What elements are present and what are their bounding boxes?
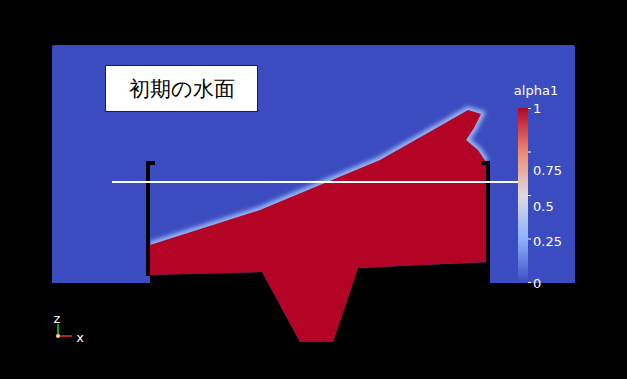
tick-label: 0 <box>533 276 541 291</box>
air-region <box>52 45 575 342</box>
axis-label: z <box>54 311 61 326</box>
note-text: 初期の水面 <box>129 75 235 103</box>
tank-wall <box>481 163 488 264</box>
color-bar-ticks <box>528 109 531 283</box>
note-box: 初期の水面 <box>105 65 258 112</box>
initial-surface-line <box>112 181 522 183</box>
tick-label: 0.5 <box>533 199 554 214</box>
tick-label: 1 <box>533 101 541 116</box>
axis-label: x <box>76 330 84 345</box>
axis-triad <box>56 324 72 338</box>
colorbar-title: alpha1 <box>514 83 558 98</box>
color-bar <box>518 108 528 283</box>
tick-label: 0.25 <box>533 234 562 249</box>
tank-wall <box>148 163 155 276</box>
tick-label: 0.75 <box>533 163 562 178</box>
water-region <box>150 110 486 342</box>
